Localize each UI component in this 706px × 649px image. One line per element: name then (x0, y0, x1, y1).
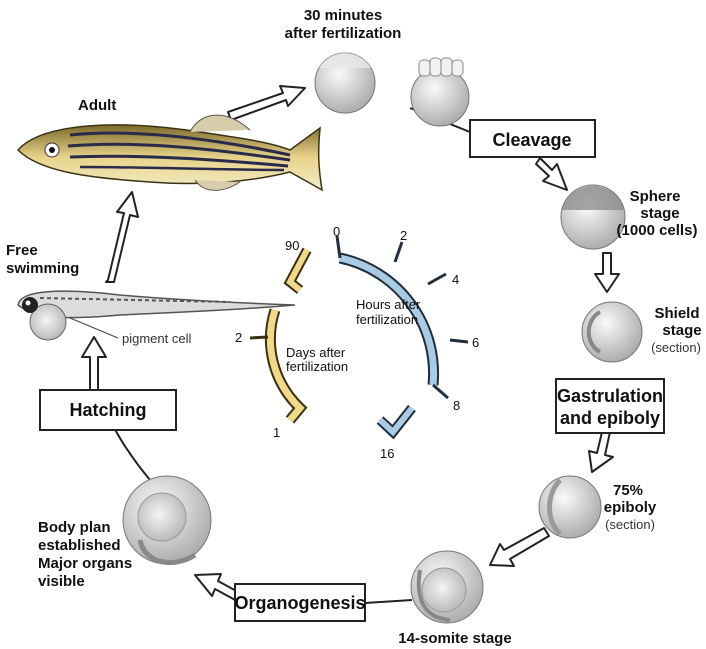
hour-tick-6: 6 (472, 335, 479, 350)
adult-label: Adult (78, 97, 116, 114)
shield-embryo (582, 302, 642, 362)
hatching-label: Hatching (69, 400, 146, 420)
hour-tick-4: 4 (452, 272, 459, 287)
hours-label-line2: fertilization (356, 312, 418, 327)
cleavage-label: Cleavage (492, 130, 571, 150)
sphere-label-line2: stage (640, 205, 679, 222)
arrow-organogenesis-to-bodyplan (195, 574, 240, 601)
sphere-label-line1: Sphere (630, 188, 681, 205)
hours-timeline (337, 236, 468, 432)
hour-tick-2: 2 (400, 228, 407, 243)
arrow-larva-to-adult (106, 192, 138, 282)
hour-tick-16: 16 (380, 446, 394, 461)
fertilization-label-line1: 30 minutes (304, 7, 382, 24)
shield-label-line1: Shield (654, 305, 699, 322)
arrow-shield-to-epiboly (589, 432, 613, 472)
shield-label-line2: stage (662, 322, 701, 339)
hatching-box: Hatching (40, 390, 176, 430)
bodyplan-label-line2: established (38, 537, 121, 554)
adult-fish (18, 115, 322, 190)
arrow-hatching-to-larva (82, 337, 106, 390)
fertilization-label-line2: after fertilization (285, 25, 402, 42)
hour-tick-8: 8 (453, 398, 460, 413)
gastrulation-label-line1: Gastrulation (557, 386, 663, 406)
bodyplan-embryo (123, 476, 211, 564)
organogenesis-label: Organogenesis (234, 593, 365, 613)
day-tick-90: 90 (285, 238, 299, 253)
hours-label-line1: Hours after (356, 297, 421, 312)
arrow-cleavage-to-sphere (536, 158, 567, 190)
arrow-adult-to-egg (228, 86, 305, 120)
epiboly-label-line1: 75% (613, 482, 643, 499)
arrow-epiboly-to-somite (490, 528, 549, 566)
sphere-label-line3: (1000 cells) (617, 222, 698, 239)
pigment-cell-label: pigment cell (122, 331, 191, 346)
days-timeline (250, 250, 307, 420)
shield-label-line3: (section) (651, 340, 701, 355)
bodyplan-label-line3: Major organs (38, 555, 132, 572)
epiboly-label-line3: (section) (605, 517, 655, 532)
cleavage-box: Cleavage (470, 120, 595, 157)
arrow-somite-line (365, 600, 412, 603)
bodyplan-label-line1: Body plan (38, 519, 111, 536)
somite-label: 14-somite stage (398, 630, 511, 647)
arrow-sphere-to-shield (595, 253, 619, 292)
somite-embryo (411, 551, 483, 623)
days-label-line2: fertilization (286, 359, 348, 374)
free-swimming-label-line2: swimming (6, 260, 79, 277)
hour-tick-0: 0 (333, 224, 340, 239)
epiboly-embryo (539, 476, 601, 538)
sphere-embryo (561, 185, 625, 249)
free-swimming-label-line1: Free (6, 242, 38, 259)
bodyplan-label-line4: visible (38, 573, 85, 590)
days-label-line1: Days after (286, 345, 346, 360)
organogenesis-box: Organogenesis (234, 584, 365, 621)
day-tick-1: 1 (273, 425, 280, 440)
day-tick-2: 2 (235, 330, 242, 345)
fertilized-egg (315, 53, 375, 113)
gastrulation-box: Gastrulation and epiboly (556, 379, 664, 433)
cleavage-embryo (411, 58, 469, 126)
epiboly-label-line2: epiboly (604, 499, 657, 516)
gastrulation-label-line2: and epiboly (560, 408, 660, 428)
